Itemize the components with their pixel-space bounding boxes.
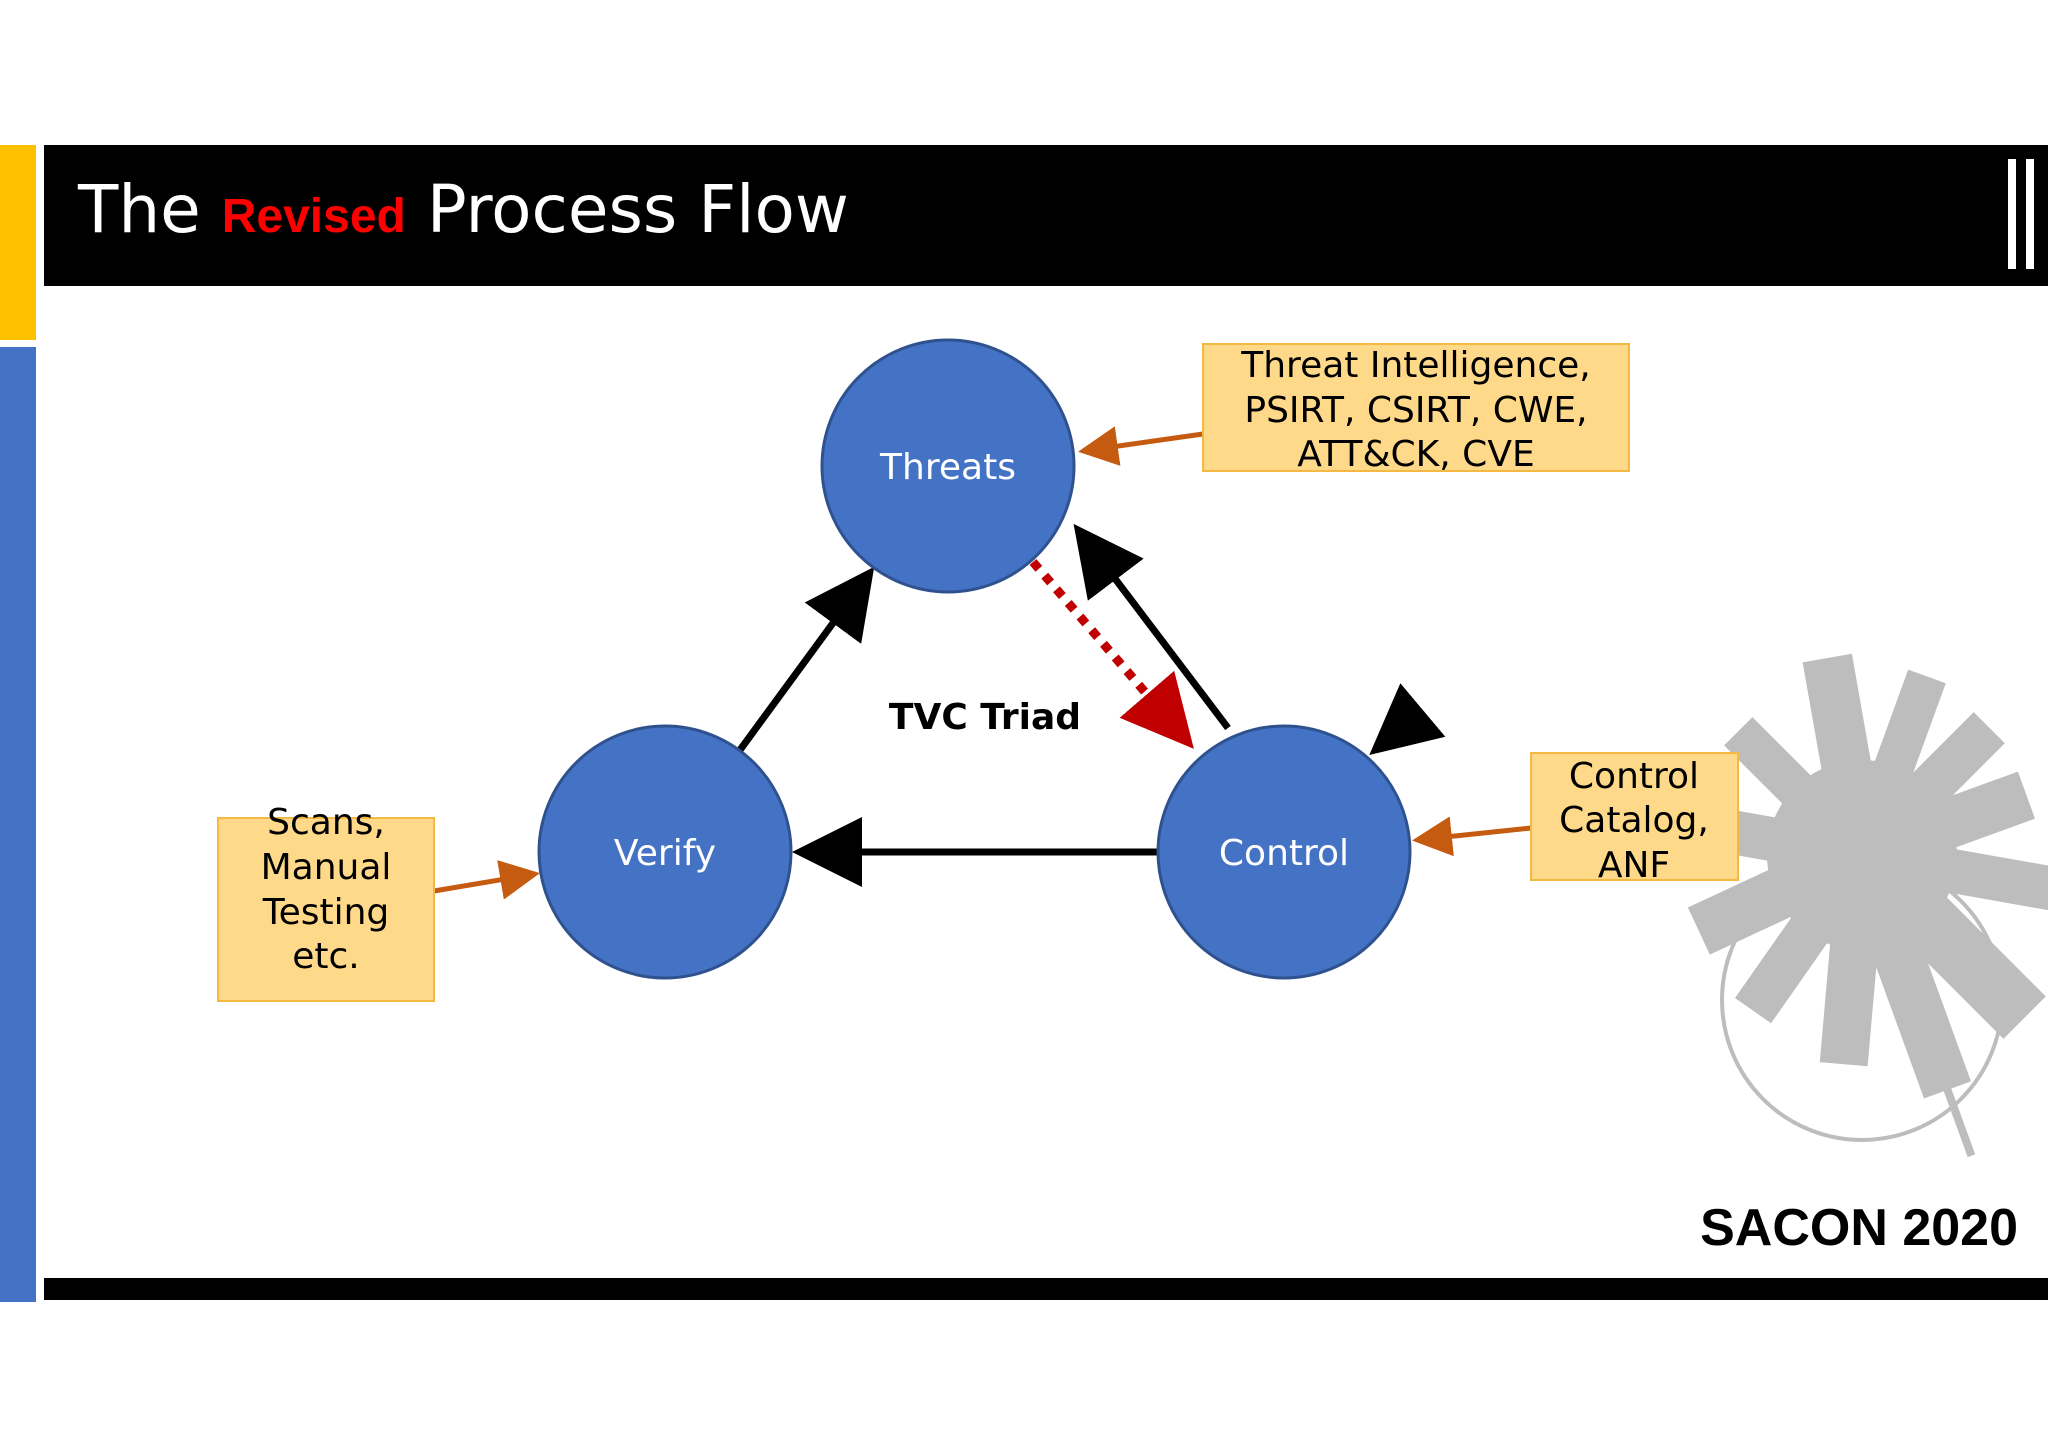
arrow-external-to-control — [1369, 683, 1446, 756]
box-verify-sources-line: Manual — [261, 847, 392, 888]
arrow-verify-to-threats — [737, 566, 875, 753]
box-threat-sources: Threat Intelligence, PSIRT, CSIRT, CWE, … — [1202, 343, 1630, 475]
accent-bar-blue — [0, 347, 36, 1302]
accent-bar-yellow — [0, 145, 36, 340]
box-threat-sources-line: PSIRT, CSIRT, CWE, — [1244, 390, 1587, 431]
header-double-bar-icon — [2004, 159, 2040, 269]
box-threat-sources-line: ATT&CK, CVE — [1297, 434, 1534, 475]
title-prefix: The — [78, 171, 201, 248]
node-verify: Verify — [537, 724, 793, 980]
box-control-sources: Control Catalog, ANF — [1530, 752, 1739, 886]
node-control: Control — [1156, 724, 1412, 980]
box-verify-sources-line: Scans, — [267, 802, 385, 843]
box-threat-sources-line: Threat Intelligence, — [1240, 345, 1591, 386]
node-threats: Threats — [820, 338, 1076, 594]
slide-title: The Revised Process Flow — [78, 145, 849, 286]
box-verify-sources-line: etc. — [292, 936, 360, 977]
title-suffix: Process Flow — [426, 171, 849, 248]
box-control-sources-line: Catalog, — [1559, 800, 1709, 841]
box-control-sources-line: Control — [1569, 756, 1699, 797]
node-control-label: Control — [1219, 833, 1349, 874]
node-threats-label: Threats — [879, 447, 1016, 488]
arrow-threats-to-control-feedback — [1029, 559, 1194, 749]
arrow-verify-sources-to-verify — [433, 860, 540, 900]
box-control-sources-line: ANF — [1598, 845, 1670, 886]
triad-label: TVC Triad — [889, 697, 1081, 738]
arrow-control-to-threats — [1073, 523, 1231, 731]
title-accent: Revised — [221, 190, 406, 243]
footer-bar — [44, 1278, 2048, 1300]
box-verify-sources: Scans, Manual Testing etc. — [217, 802, 435, 1002]
arrow-control-sources-to-control — [1412, 816, 1532, 857]
arrow-threat-sources-to-threats — [1078, 426, 1204, 466]
brand-label: SACON 2020 — [1700, 1199, 2018, 1257]
city-globe-illustration-icon — [1687, 653, 2048, 1158]
title-band: The Revised Process Flow — [44, 145, 2048, 286]
box-verify-sources-line: Testing — [262, 892, 390, 933]
node-verify-label: Verify — [614, 833, 716, 874]
